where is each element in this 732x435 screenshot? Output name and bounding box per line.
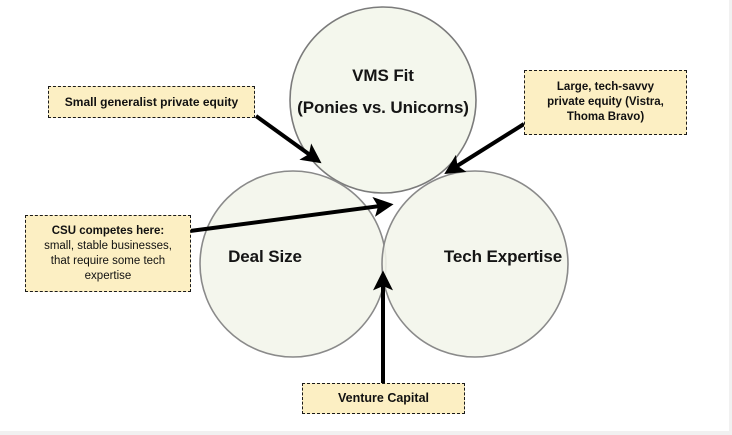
circle-label-vms-fit: VMS Fit (Ponies vs. Unicorns) [283,60,483,124]
circle-tech-expertise [381,170,569,358]
callout-csu-line1: CSU competes here: [51,224,165,237]
callout-large-pe-line1: Large, tech-savvy [556,81,655,93]
callout-csu-line3: that require some tech [50,254,166,267]
callout-csu-line4: expertise [84,269,132,282]
callout-csu-line2: small, stable businesses, [44,239,172,252]
circle-label-tech-expertise: Tech Expertise [443,247,563,266]
circle-label-vms-fit-line2: (Ponies vs. Unicorns) [297,98,469,117]
circle-vms-fit [289,6,477,194]
arrow-csu [189,196,394,233]
arrow-large-pe [444,122,526,174]
callout-venture-capital[interactable]: Venture Capital [302,383,465,414]
callout-small-generalist-private-equity[interactable]: Small generalist private equity [48,86,255,118]
callout-large-pe-line3: Thoma Bravo) [566,111,645,123]
circle-label-deal-size: Deal Size [228,247,302,266]
callout-small-pe-line1: Small generalist private equity [64,94,239,109]
callout-large-tech-savvy-private-equity[interactable]: Large, tech-savvy private equity (Vistra… [524,70,687,135]
callout-csu-competes-here[interactable]: CSU competes here: small, stable busines… [25,215,191,292]
arrow-small-pe [254,114,322,164]
callout-vc-line1: Venture Capital [338,391,429,405]
circle-label-vms-fit-line1: VMS Fit [352,66,414,85]
connector-arrows [189,114,526,385]
callout-large-pe-line2: private equity (Vistra, [547,96,664,108]
venn-circles [199,6,569,358]
